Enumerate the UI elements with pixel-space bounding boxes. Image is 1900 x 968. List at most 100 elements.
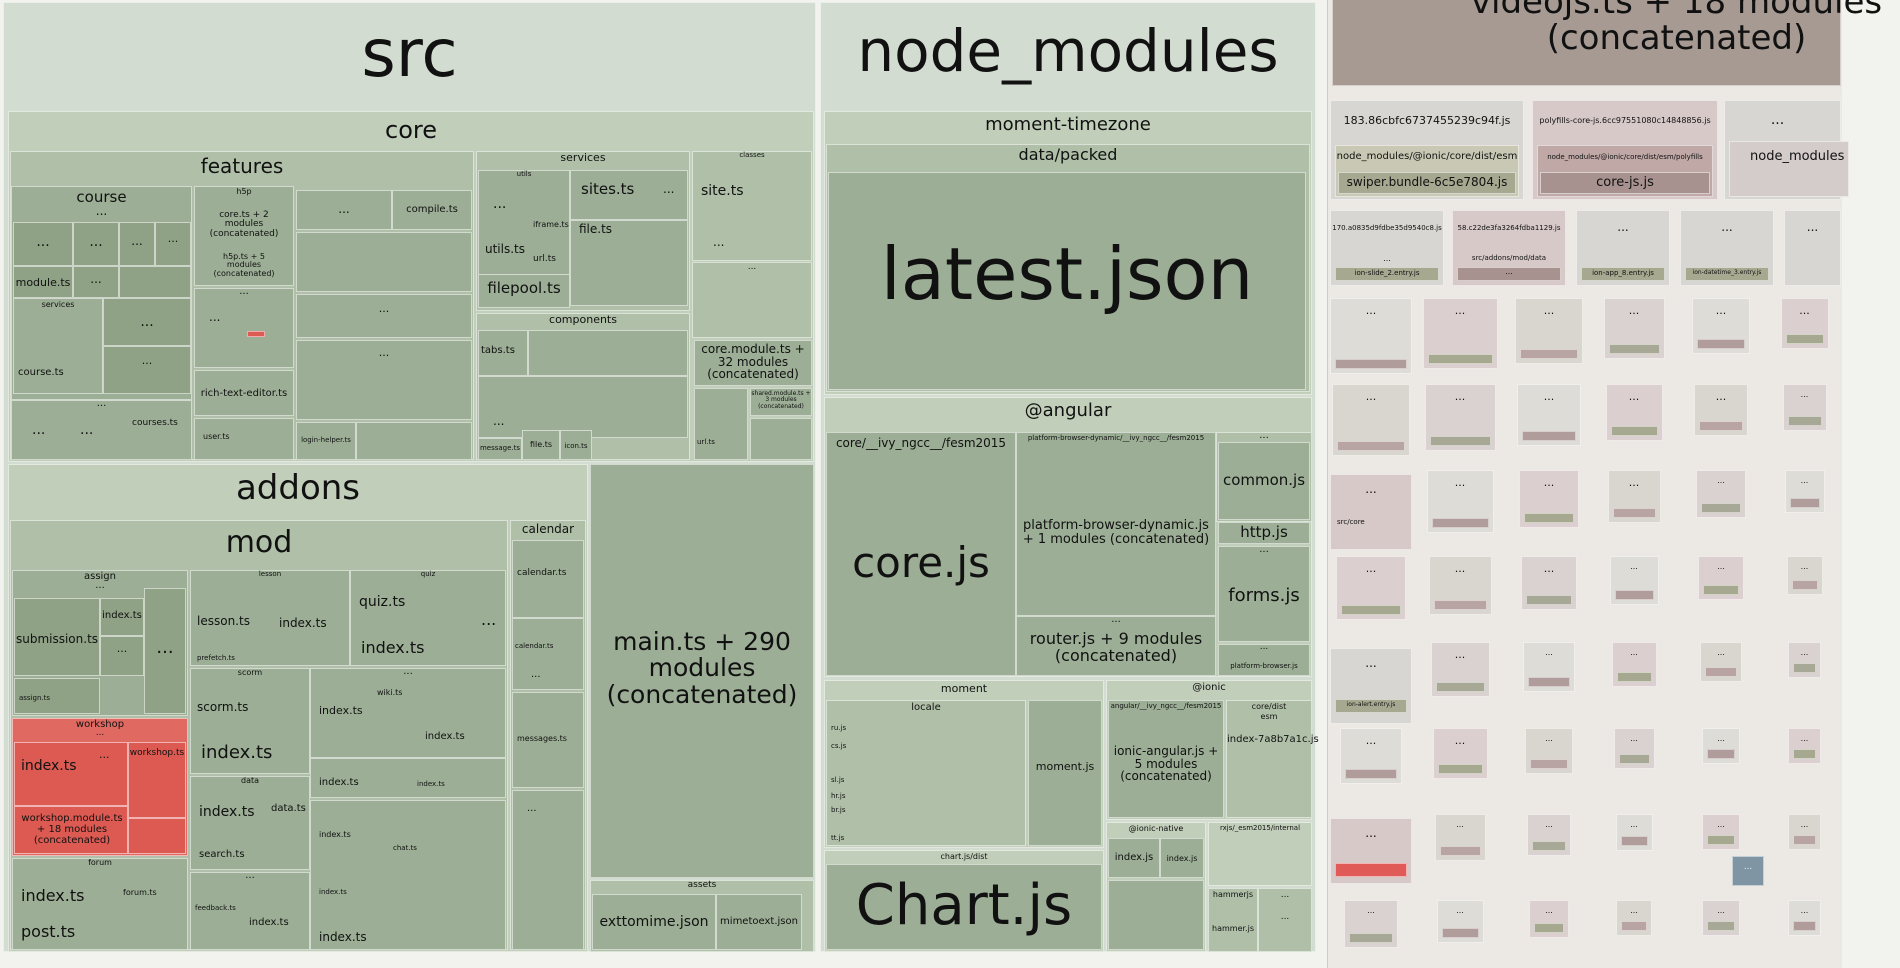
- treemap-node-h5p[interactable]: h5p core.ts + 2 modules (concatenated) h…: [194, 186, 294, 286]
- treemap-node[interactable]: [296, 232, 472, 292]
- treemap-node-chunk[interactable]: ...: [1529, 900, 1569, 938]
- treemap-node[interactable]: calendar.ts...: [512, 618, 584, 690]
- treemap-node-chunk[interactable]: ...: [1702, 814, 1740, 850]
- treemap-node-chunk-app[interactable]: ... ion-app_8.entry.js: [1576, 210, 1670, 286]
- treemap-node-chunk[interactable]: ...: [1694, 384, 1748, 436]
- treemap-node-chunk[interactable]: ...: [1788, 814, 1821, 850]
- treemap-node-lesson[interactable]: lesson lesson.ts index.ts prefetch.ts: [190, 570, 350, 666]
- treemap-node-chunk[interactable]: ...: [1527, 814, 1571, 856]
- treemap-node-chunk[interactable]: ...: [1432, 728, 1488, 779]
- treemap-node-chunk[interactable]: ...: [1613, 728, 1655, 769]
- treemap-node-submission[interactable]: submission.ts: [14, 598, 100, 676]
- treemap-node[interactable]: ...: [155, 222, 191, 266]
- treemap-node-chunk[interactable]: ...: [1616, 900, 1652, 936]
- treemap-node[interactable]: ...: [13, 222, 73, 266]
- treemap-node-locale[interactable]: locale ru.js cs.js sl.js hr.js br.js tt.…: [826, 700, 1026, 846]
- treemap-node-filepool[interactable]: filepool.ts: [478, 274, 570, 308]
- treemap-node[interactable]: ...: [1457, 267, 1561, 281]
- treemap-node[interactable]: ...: [103, 298, 191, 346]
- treemap-node[interactable]: [528, 330, 688, 376]
- treemap-node-file[interactable]: file.ts: [570, 220, 688, 306]
- treemap-node-core-js[interactable]: core-js.js: [1540, 172, 1710, 194]
- treemap-node-chunk[interactable]: ...: [1784, 470, 1825, 513]
- treemap-node[interactable]: ... index.ts wiki.ts index.ts: [310, 666, 506, 758]
- treemap-node-calendar-ts[interactable]: calendar.ts: [512, 540, 584, 618]
- treemap-node-index[interactable]: index.ts...: [14, 742, 128, 806]
- treemap-node-chunk[interactable]: ...: [1702, 900, 1740, 936]
- treemap-node[interactable]: ...: [103, 346, 191, 394]
- treemap-node[interactable]: ... feedback.ts index.ts: [190, 870, 310, 950]
- treemap-node-chunk[interactable]: ...: [1525, 728, 1573, 774]
- treemap-node-ionic-core-esm[interactable]: node_modules/@ionic/core/dist/esm swiper…: [1335, 145, 1519, 197]
- treemap-node[interactable]: [356, 422, 472, 460]
- treemap-node-videojs[interactable]: videojs.ts + 18 modules (concatenated): [1332, 0, 1882, 86]
- treemap-node-rich-text-editor[interactable]: rich-text-editor.ts: [194, 370, 294, 416]
- treemap-node-chunk[interactable]: ...: [1523, 642, 1575, 692]
- treemap-node-login-helper[interactable]: login-helper.ts: [296, 422, 356, 460]
- treemap-node-main-ts[interactable]: main.ts + 290 modules (concatenated): [590, 464, 814, 878]
- treemap-node-rxjs[interactable]: rxjs/_esm2015/internal: [1208, 822, 1312, 886]
- treemap-node-chunk[interactable]: ...: [1786, 556, 1823, 595]
- treemap-node-common[interactable]: common.js: [1218, 442, 1310, 520]
- treemap-node-platform-browser-dynamic[interactable]: platform-browser-dynamic/__ivy_ngcc__/fe…: [1016, 432, 1216, 616]
- treemap-node-ionic-angular[interactable]: angular/__ivy_ngcc__/fesm2015 ionic-angu…: [1108, 700, 1224, 818]
- treemap-node-polyfills[interactable]: polyfills-core-js.6cc97551080c14848856.j…: [1532, 100, 1718, 200]
- treemap-node-sites[interactable]: sites.ts...: [570, 170, 688, 220]
- treemap-node-latest-json[interactable]: latest.json: [828, 172, 1306, 390]
- treemap-node-chunk-58[interactable]: 58.c22de3fa3264fdba1129.js src/addons/mo…: [1452, 210, 1566, 286]
- treemap-node[interactable]: index.ts index.ts: [310, 758, 506, 798]
- treemap-node-forms[interactable]: ...forms.js: [1218, 544, 1310, 642]
- treemap-node-router[interactable]: ... router.js + 9 modules (concatenated): [1016, 614, 1216, 676]
- treemap-node-node-modules-sub[interactable]: node_modules: [1729, 141, 1849, 197]
- treemap-node-src-core-chunk[interactable]: ... src/core: [1330, 474, 1412, 550]
- treemap-node-chunk[interactable]: ...: [1336, 556, 1406, 620]
- treemap-node[interactable]: ... ... ... courses.ts: [11, 398, 192, 460]
- treemap-node-core-dist[interactable]: core/dist esm index-7a8b7a1c.js: [1226, 700, 1319, 818]
- treemap-node-ion-alert-chunk[interactable]: ... ion-alert.entry.js: [1330, 648, 1412, 724]
- treemap-node-quiz[interactable]: quiz quiz.ts index.ts ...: [350, 570, 506, 666]
- treemap-node[interactable]: [119, 266, 191, 298]
- treemap-node-chunk[interactable]: ...: [1782, 384, 1827, 431]
- treemap-node-chunk[interactable]: ...: [1605, 384, 1663, 441]
- treemap-node[interactable]: ...: [296, 190, 392, 230]
- treemap-node-ion-app[interactable]: ion-app_8.entry.js: [1581, 267, 1665, 281]
- treemap-node[interactable]: ...: [512, 790, 584, 950]
- treemap-node[interactable]: ...: [692, 262, 812, 338]
- treemap-node[interactable]: ...: [1784, 210, 1841, 286]
- treemap-node-tabs[interactable]: tabs.ts: [478, 330, 528, 376]
- treemap-node-swiper[interactable]: swiper.bundle-6c5e7804.js: [1338, 172, 1516, 194]
- treemap-node[interactable]: [1108, 880, 1204, 950]
- treemap-node[interactable]: ...: [296, 340, 472, 420]
- treemap-node-exttomime[interactable]: exttomime.json: [592, 894, 716, 950]
- treemap-node-chunk[interactable]: ...: [1517, 384, 1581, 446]
- treemap-node-chunk[interactable]: ...: [1519, 470, 1579, 528]
- treemap-node-scorm[interactable]: scorm scorm.ts index.ts: [190, 668, 310, 774]
- treemap-node-data[interactable]: data index.ts data.ts search.ts: [190, 776, 310, 870]
- treemap-node-shared-module[interactable]: shared.module.ts + 3 modules (concatenat…: [750, 388, 812, 416]
- treemap-node[interactable]: ...: [100, 636, 144, 676]
- treemap-node-chunk[interactable]: ...: [1698, 556, 1744, 600]
- treemap-node-chunk[interactable]: ...: [1330, 298, 1412, 374]
- treemap-node[interactable]: ...: [119, 222, 155, 266]
- treemap-node-chunk[interactable]: ...: [1692, 298, 1750, 354]
- treemap-node-chunk[interactable]: ...: [1424, 384, 1496, 451]
- treemap-node-chunk[interactable]: ...: [1603, 298, 1665, 359]
- treemap-node-forum[interactable]: forum index.ts post.ts forum.ts: [12, 858, 188, 950]
- treemap-node-chunk[interactable]: ...: [1611, 642, 1657, 687]
- treemap-node[interactable]: [750, 418, 812, 460]
- treemap-node-classes[interactable]: classes site.ts ...: [692, 151, 812, 261]
- treemap-node-compile[interactable]: compile.ts: [392, 190, 472, 230]
- treemap-node[interactable]: ...: [296, 294, 472, 338]
- treemap-node-chunk[interactable]: ...: [1344, 900, 1398, 948]
- treemap-node-chunk[interactable]: ...: [1607, 470, 1661, 523]
- treemap-node-chunk[interactable]: ...: [1780, 298, 1829, 349]
- treemap-node-message[interactable]: message.ts: [478, 438, 522, 460]
- treemap-node-ion-slide[interactable]: ion-slide_2.entry.js: [1335, 267, 1439, 281]
- treemap-node-chunk[interactable]: ...: [1615, 814, 1653, 851]
- treemap-node-blue-chunk[interactable]: ...: [1732, 856, 1764, 886]
- treemap-node-chunk-170[interactable]: 170.a0835d9fdbe35d9540c8.js ... ion-slid…: [1330, 210, 1444, 286]
- treemap-node-chunk-datetime[interactable]: ... ion-datetime_3.entry.js: [1680, 210, 1774, 286]
- treemap-node-polyfills-path[interactable]: node_modules/@ionic/core/dist/esm/polyfi…: [1537, 145, 1713, 197]
- treemap-node[interactable]: [128, 818, 186, 854]
- treemap-node-chunk[interactable]: ...: [1788, 642, 1821, 678]
